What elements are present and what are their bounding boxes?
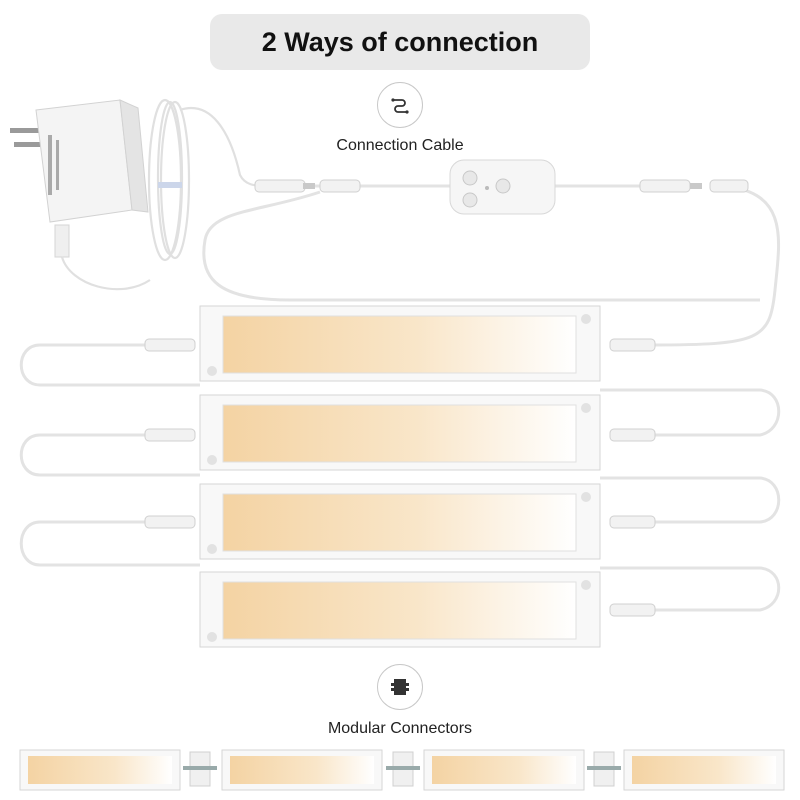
- modular-panel-row: [19, 749, 785, 791]
- light-panel-4: [199, 571, 601, 648]
- light-panel-1: [199, 305, 601, 382]
- panel-loop-connectors: [144, 338, 656, 617]
- modular-connectors-label: Modular Connectors: [327, 720, 473, 737]
- title-banner: 2 Ways of connection: [210, 14, 590, 70]
- connection-cable-label: Connection Cable: [336, 137, 464, 154]
- modular-connector-icon: [377, 664, 423, 710]
- switch-controller: [449, 159, 556, 215]
- power-adapter: [10, 99, 149, 258]
- panel-loop-cables: [19, 343, 781, 612]
- coiled-cable: [60, 98, 266, 291]
- cable-icon: [377, 82, 423, 128]
- light-panel-2: [199, 394, 601, 471]
- light-panel-3: [199, 483, 601, 560]
- cable-connectors: [254, 179, 749, 193]
- page-title: 2 Ways of connection: [261, 26, 539, 57]
